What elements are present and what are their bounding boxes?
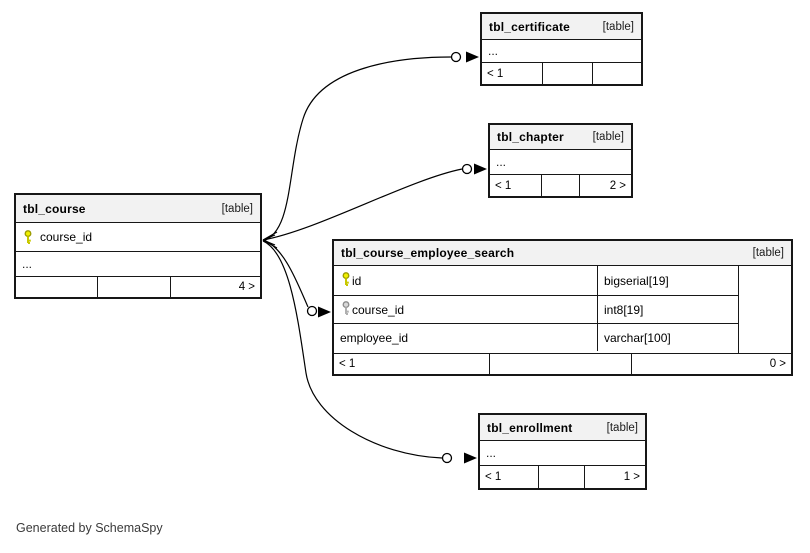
footer-children-cell: 2 > [578,175,631,196]
column-name: course_id [40,230,93,244]
child-arrowhead [318,306,331,318]
zero-or-one-circle [441,452,453,464]
table-type-badge: [table] [602,20,634,33]
footer-middle-cell [540,175,579,196]
footer-middle-cell [489,354,631,374]
table-title[interactable]: tbl_enrollment [487,420,573,435]
footer-middle-cell [96,277,170,297]
column-row-employee-id[interactable]: employee_id varchar[100] [334,323,738,351]
footer-children-cell: 4 > [169,277,260,297]
child-arrowhead [474,163,487,175]
footer-parents-cell [16,277,97,297]
table-title[interactable]: tbl_chapter [497,130,564,144]
column-name: employee_id [340,330,409,345]
table-type-badge: [table] [606,421,638,434]
more-columns-row[interactable]: ... [16,252,260,277]
table-node-tbl-certificate[interactable]: tbl_certificate [table] ... < 1 [480,12,643,86]
more-columns-row[interactable]: ... [490,150,631,175]
child-arrowhead [466,51,479,63]
column-type: int8[19] [597,296,738,323]
more-columns-row[interactable]: ... [482,40,641,63]
generator-note: Generated by SchemaSpy [16,521,163,535]
constraints-column [738,266,791,353]
column-row-course-id[interactable]: course_id int8[19] [334,295,738,323]
table-type-badge: [table] [592,131,624,143]
table-type-badge: [table] [752,247,784,259]
column-name: id [352,273,362,288]
table-title[interactable]: tbl_course [23,201,86,216]
footer-middle-cell [537,466,584,488]
footer-parents-cell: < 1 [485,471,502,483]
footer-children-cell: 0 > [631,354,791,374]
column-row-course-id[interactable]: course_id [16,223,260,252]
footer-parents-cell: < 1 [339,358,356,370]
parent-arrow-barbs [262,231,278,249]
primary-key-icon [22,230,34,244]
table-node-tbl-chapter[interactable]: tbl_chapter [table] ... < 1 2 > [488,123,633,198]
edge-course-enrollment [262,240,443,459]
table-node-tbl-course[interactable]: tbl_course [table] course_id ... 4 > [14,193,262,299]
table-node-tbl-course-employee-search[interactable]: tbl_course_employee_search [table] id [332,239,793,376]
edge-course-certificate [262,56,452,242]
zero-or-one-circle [306,305,318,317]
table-title[interactable]: tbl_course_employee_search [341,246,515,260]
foreign-key-icon [340,301,352,318]
table-title[interactable]: tbl_certificate [489,19,571,34]
column-type: varchar[100] [597,324,738,351]
table-node-tbl-enrollment[interactable]: tbl_enrollment [table] ... < 1 1 > [478,413,647,490]
more-columns-row[interactable]: ... [480,441,645,466]
footer-parents-cell: < 1 [487,67,504,80]
column-type: bigserial[19] [597,266,738,295]
edge-course-chapter [262,168,463,241]
column-name: course_id [352,302,405,317]
child-arrowhead [464,452,477,464]
table-type-badge: [table] [221,202,253,215]
footer-parents-cell: < 1 [495,179,512,192]
zero-or-one-circle [450,51,462,63]
edge-course-employee-search [262,239,309,308]
zero-or-one-circle [461,163,473,175]
footer-middle-cell [542,63,591,84]
primary-key-icon [340,272,352,289]
footer-children-cell: 1 > [583,466,645,488]
column-row-id[interactable]: id bigserial[19] [334,266,738,295]
footer-children-cell [591,63,641,84]
